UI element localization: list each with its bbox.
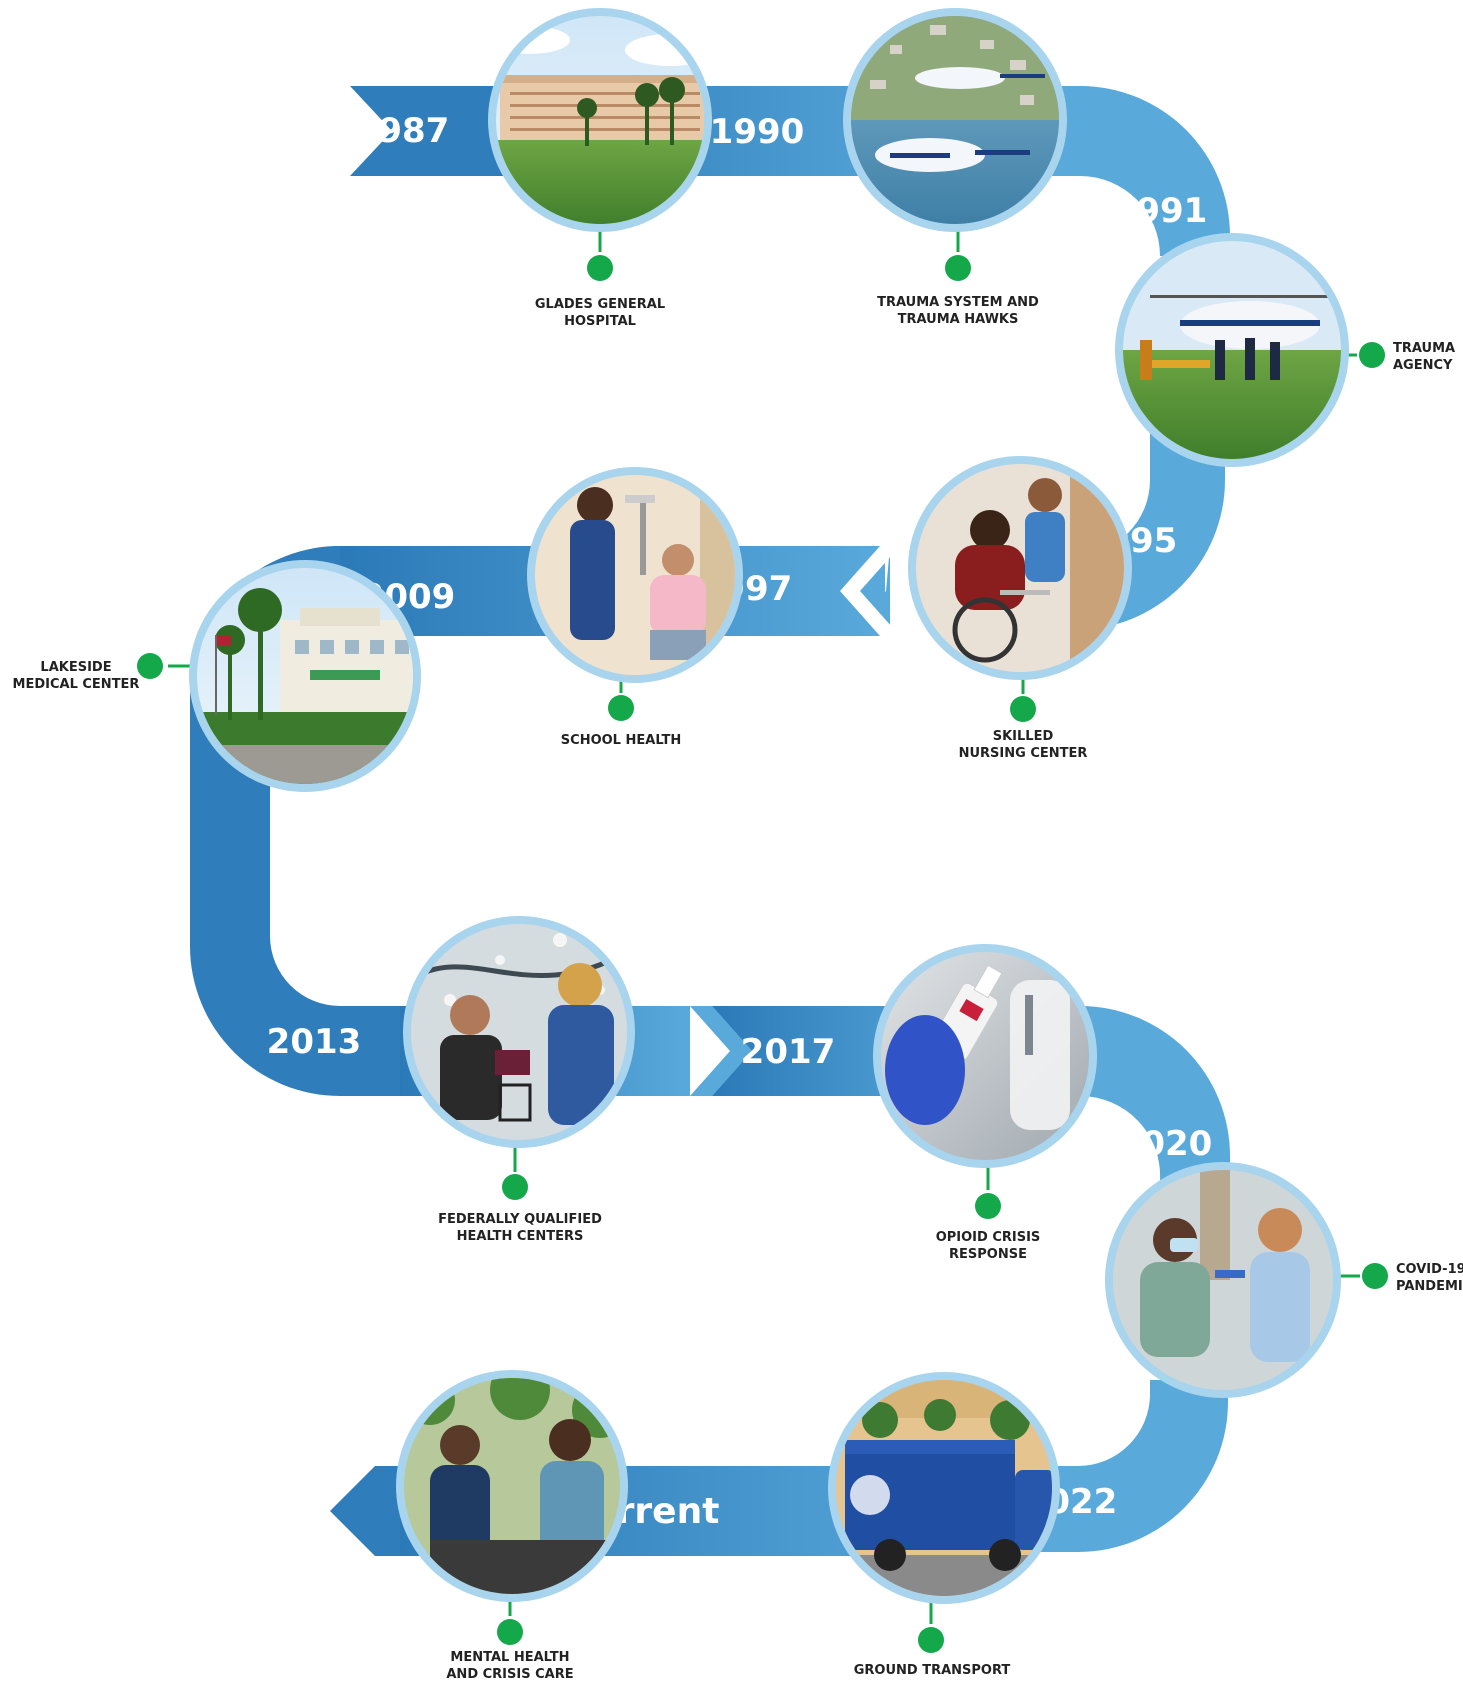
year-label: 2017 bbox=[741, 1032, 836, 1072]
milestone-dot bbox=[137, 653, 163, 679]
milestone-label-line: SCHOOL HEALTH bbox=[560, 733, 682, 748]
milestone-label-line: NURSING CENTER bbox=[958, 746, 1088, 761]
year-labels: 1987 1990 1991 1995 1997 2009 2013 2017 … bbox=[267, 111, 1213, 1532]
milestone-label-line: TRAUMA HAWKS bbox=[897, 312, 1019, 327]
end-arrow bbox=[330, 1466, 400, 1556]
milestone-label-line: GROUND TRANSPORT bbox=[853, 1663, 1011, 1678]
milestone-label-trauma-system: TRAUMA SYSTEM AND TRAUMA HAWKS bbox=[858, 294, 1058, 328]
year-label: 2013 bbox=[267, 1022, 362, 1062]
helicopters-over-water-photo bbox=[843, 8, 1067, 232]
milestone-label-line: COVID-19 bbox=[1396, 1262, 1463, 1277]
milestone-label-skilled-nursing-center: SKILLED NURSING CENTER bbox=[943, 728, 1103, 762]
milestone-label-lakeside-medical-center: LAKESIDE MEDICAL CENTER bbox=[6, 659, 146, 693]
medical-center-building-photo bbox=[189, 560, 421, 792]
milestone-label-federally-qualified-health-centers: FEDERALLY QUALIFIED HEALTH CENTERS bbox=[420, 1211, 620, 1245]
mental-health-conversation-photo bbox=[396, 1370, 628, 1602]
direction-chevron bbox=[690, 1006, 752, 1096]
milestone-label-line: MEDICAL CENTER bbox=[12, 677, 140, 692]
milestone-label-line: MENTAL HEALTH bbox=[450, 1650, 570, 1665]
milestone-label-mental-health-and-crisis-care: MENTAL HEALTH AND CRISIS CARE bbox=[430, 1649, 590, 1683]
milestone-dot bbox=[945, 255, 971, 281]
milestone-label-line: FEDERALLY QUALIFIED bbox=[438, 1212, 602, 1227]
milestone-dot bbox=[587, 255, 613, 281]
milestone-label-opioid-crisis-response: OPIOID CRISIS RESPONSE bbox=[908, 1229, 1068, 1263]
ambulance-photo bbox=[828, 1372, 1060, 1604]
timeline-ribbon bbox=[189, 86, 1230, 1556]
year-label: 1990 bbox=[710, 112, 805, 152]
school-nurse-photo bbox=[527, 467, 743, 683]
milestone-dot bbox=[1362, 1263, 1388, 1289]
milestone-label-line: LAKESIDE bbox=[40, 660, 112, 675]
year-label: 2020 bbox=[1118, 1124, 1213, 1164]
milestone-dot bbox=[497, 1619, 523, 1645]
milestone-label-trauma-agency: TRAUMA AGENCY bbox=[1393, 340, 1461, 374]
year-label: 1991 bbox=[1113, 191, 1208, 231]
direction-chevron bbox=[840, 546, 900, 636]
milestone-label-line: TRAUMA bbox=[1393, 341, 1456, 356]
nurse-wheelchair-patient-photo bbox=[908, 456, 1132, 680]
hospital-building-photo bbox=[488, 8, 712, 232]
milestone-dot bbox=[1359, 342, 1385, 368]
vaccination-photo bbox=[1105, 1162, 1341, 1398]
milestone-label-line: GLADES GENERAL bbox=[534, 297, 666, 312]
milestone-label-school-health: SCHOOL HEALTH bbox=[541, 732, 701, 749]
milestone-dot bbox=[1010, 696, 1036, 722]
milestone-label-line: AGENCY bbox=[1393, 358, 1453, 373]
milestone-label-line: PANDEMIC bbox=[1396, 1279, 1463, 1294]
milestone-dot bbox=[975, 1193, 1001, 1219]
milestone-label-line: SKILLED bbox=[992, 729, 1054, 744]
milestone-label-line: TRAUMA SYSTEM AND bbox=[877, 295, 1039, 310]
naloxone-spray-photo bbox=[873, 944, 1097, 1168]
milestone-label-covid-19-pandemic: COVID-19 PANDEMIC bbox=[1396, 1261, 1463, 1295]
milestone-label-line: HOSPITAL bbox=[564, 314, 636, 329]
start-chevron bbox=[350, 86, 510, 176]
milestone-label-ground-transport: GROUND TRANSPORT bbox=[842, 1662, 1022, 1679]
year-label: 1987 bbox=[355, 111, 450, 151]
milestone-dot bbox=[918, 1627, 944, 1653]
milestone-dot bbox=[608, 695, 634, 721]
milestone-dot bbox=[502, 1174, 528, 1200]
milestone-label-glades-general-hospital: GLADES GENERAL HOSPITAL bbox=[520, 296, 680, 330]
milestone-label-line: AND CRISIS CARE bbox=[446, 1667, 574, 1682]
health-center-patient-photo bbox=[403, 916, 635, 1148]
helicopter-crew-photo bbox=[1115, 233, 1349, 467]
milestone-label-line: OPIOID CRISIS bbox=[935, 1230, 1041, 1245]
milestone-label-line: RESPONSE bbox=[949, 1247, 1027, 1262]
milestone-label-line: HEALTH CENTERS bbox=[456, 1229, 584, 1244]
